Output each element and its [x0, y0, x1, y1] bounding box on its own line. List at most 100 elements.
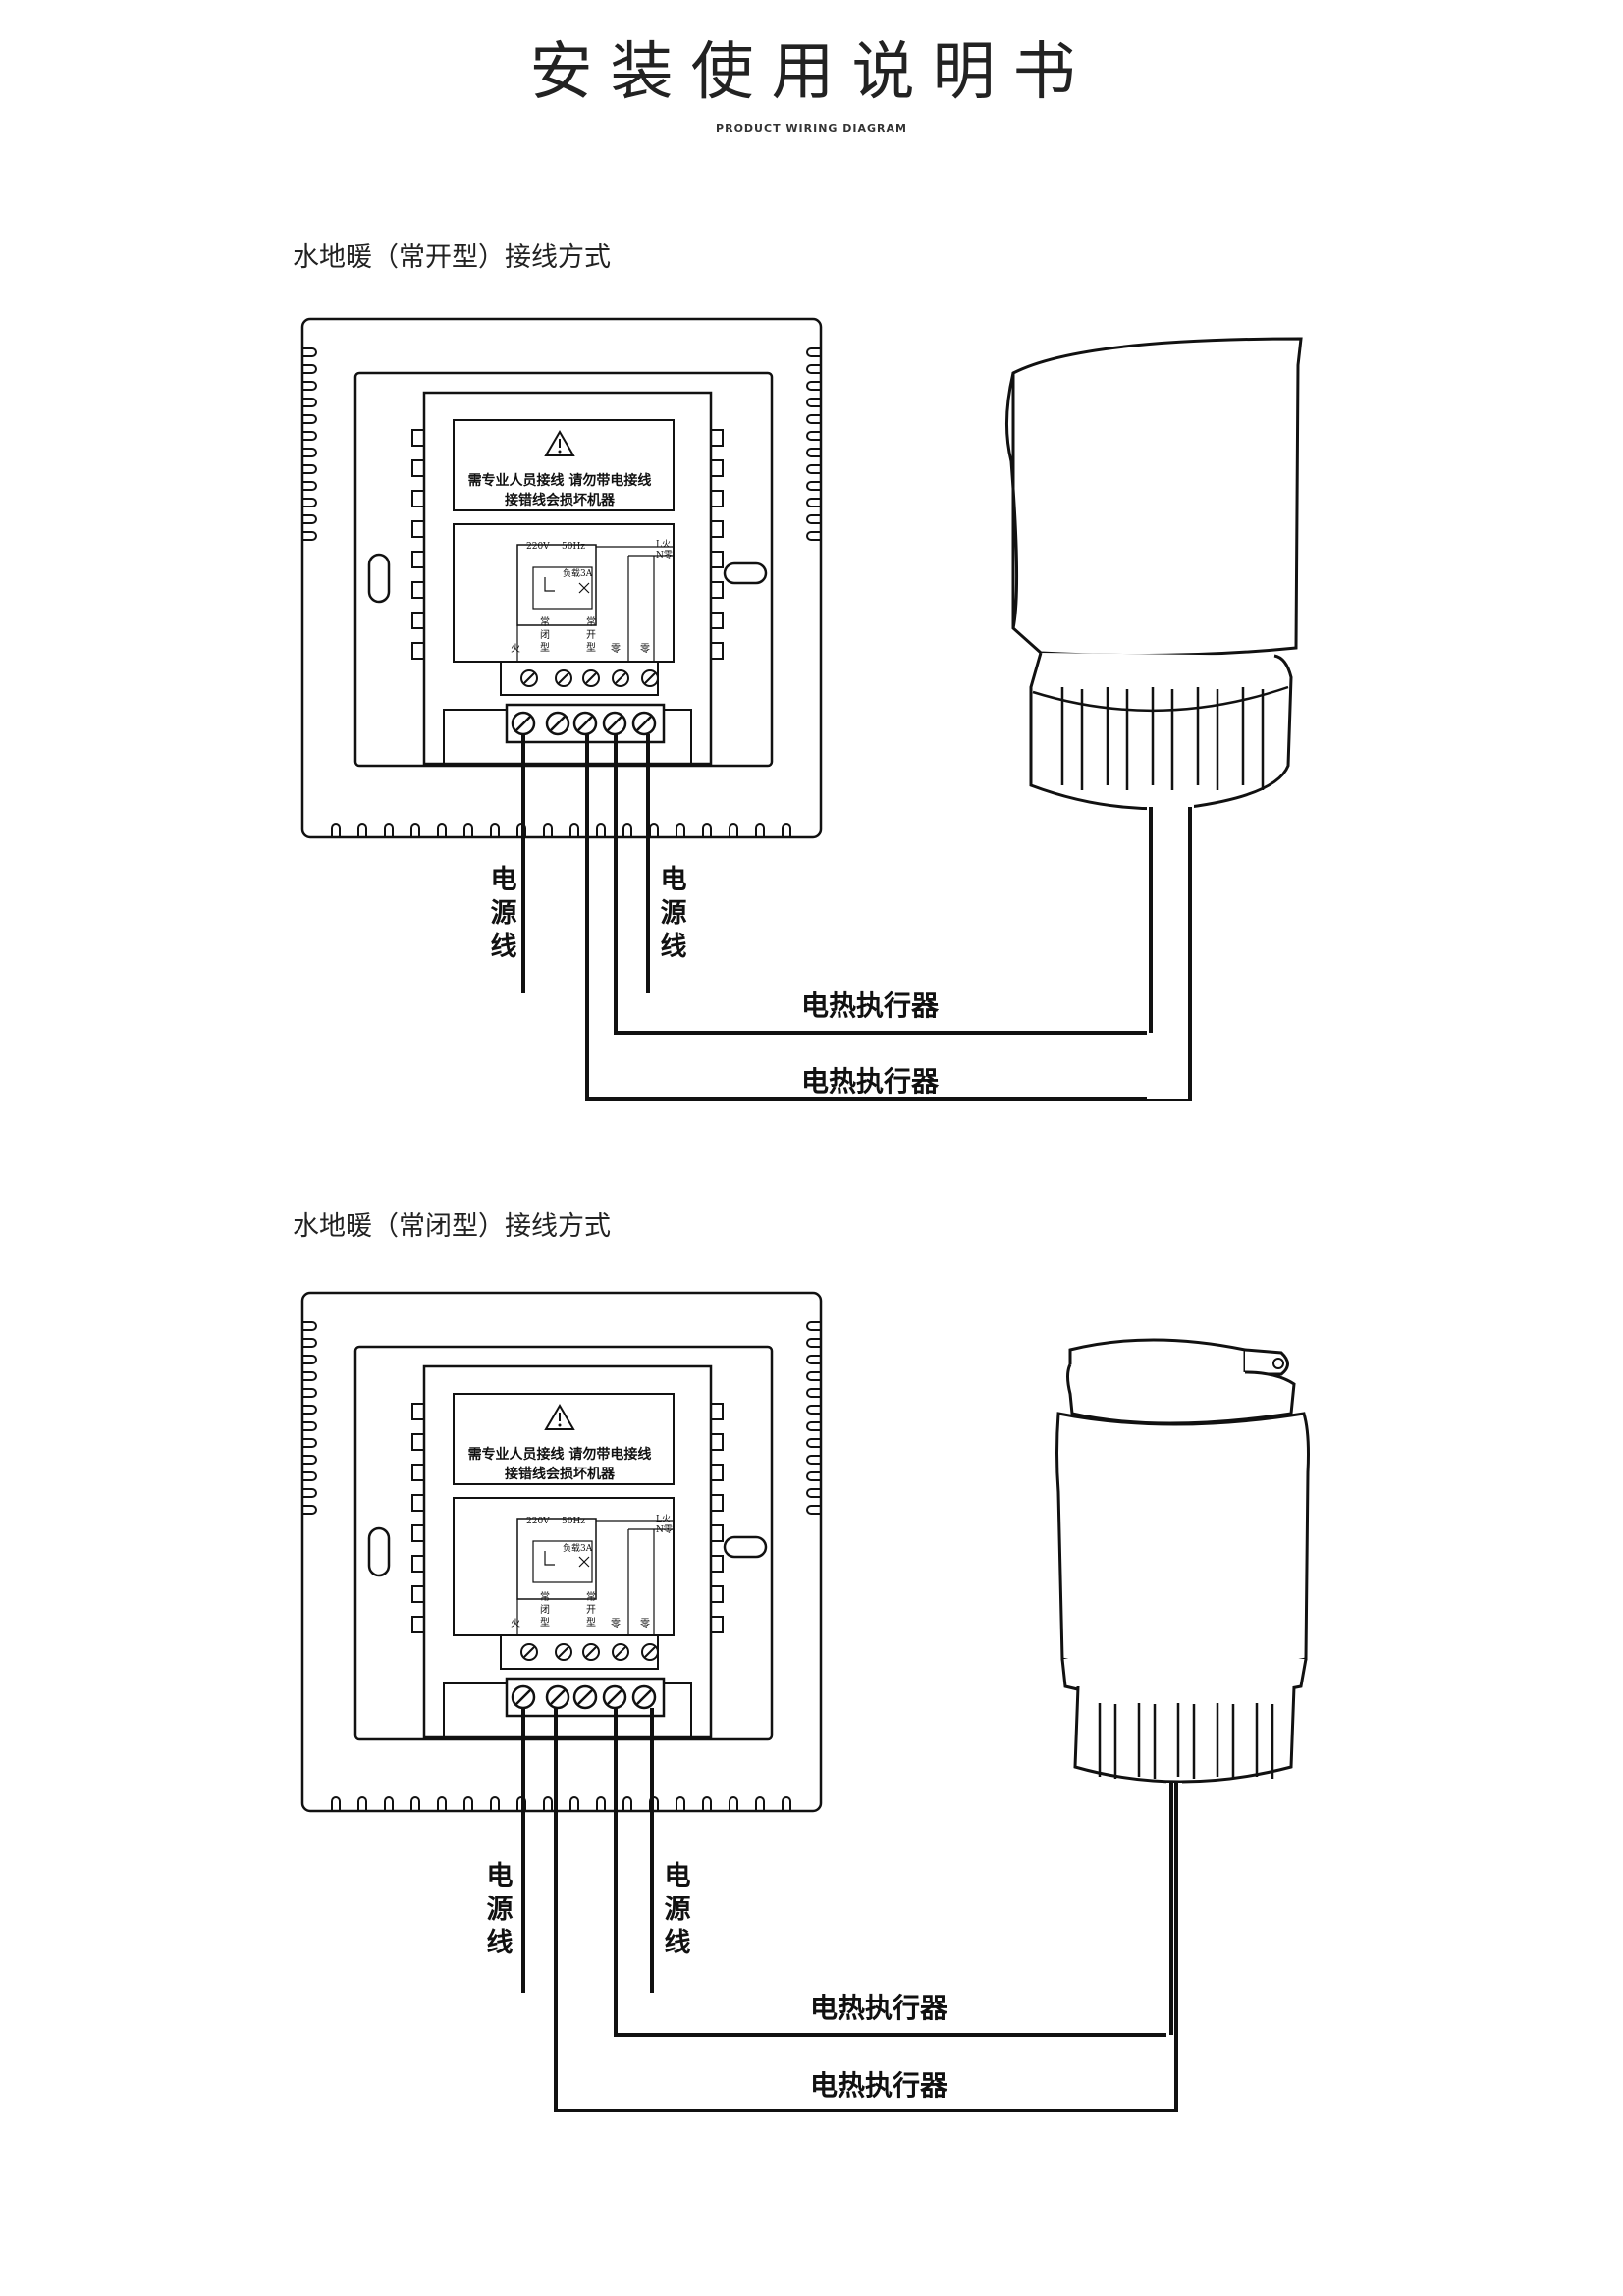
terminal-screw: [545, 711, 570, 736]
terminal-label-no: 常开型: [586, 1592, 596, 1629]
vent-slot-left: [302, 481, 317, 491]
neutral-terminal-label: N零: [656, 1525, 673, 1535]
vent-slot-right: [806, 398, 821, 407]
thermostat-outer-frame: [300, 1291, 823, 1813]
actuator-nut-ridge: [1176, 1703, 1196, 1779]
terminal-screw: [582, 669, 600, 687]
side-clip-left: [411, 1616, 424, 1633]
vent-slot-right: [806, 347, 821, 357]
vent-slot-bottom: [676, 823, 685, 837]
terminal-screw: [631, 711, 657, 736]
warning-text-line2: 接错线会损坏机器: [505, 1467, 615, 1482]
vent-slot-right: [806, 1355, 821, 1364]
actuator-top-tab: [1244, 1348, 1289, 1376]
relay-box: [532, 1540, 593, 1583]
vent-slot-right: [806, 1455, 821, 1465]
mounting-hole-left: [367, 553, 391, 604]
vent-slot-left: [302, 347, 317, 357]
vent-slot-left: [302, 1471, 317, 1481]
side-clip-left: [411, 1433, 424, 1451]
terminal-screw-slot: [607, 716, 622, 731]
voltage-label: 220V: [526, 542, 550, 552]
vent-slot-left: [302, 1421, 317, 1431]
side-clip-right: [711, 551, 724, 568]
terminal-label-nc: 常闭型: [540, 617, 550, 654]
side-clip-left: [411, 551, 424, 568]
vent-slot-left: [302, 1355, 317, 1364]
terminal-screw: [641, 1643, 659, 1661]
wiring-diagram-normally-open: [300, 317, 1303, 1101]
side-clip-left: [411, 1585, 424, 1603]
page-subtitle: PRODUCT WIRING DIAGRAM: [716, 122, 907, 134]
warning-text-line2: 接错线会损坏机器: [505, 493, 615, 508]
mounting-hole-right: [723, 561, 768, 585]
actuator-nut-ridge: [1255, 1703, 1274, 1779]
side-clip-right: [711, 459, 724, 477]
side-clip-right: [711, 1585, 724, 1603]
actuator-nut-ridge: [1060, 687, 1084, 790]
side-clip-right: [711, 429, 724, 447]
live-terminal-label: L火: [656, 1515, 671, 1524]
vent-slot-bottom: [702, 1796, 712, 1811]
warning-triangle-icon: [544, 1404, 575, 1430]
side-clip-right: [711, 612, 724, 629]
thermostat-inner-frame: [353, 371, 774, 768]
terminal-screw-slot: [636, 716, 652, 731]
vent-slot-bottom: [490, 823, 500, 837]
power-line-label-right: 电源线: [660, 865, 687, 962]
side-clip-right: [711, 1433, 724, 1451]
vent-slot-left: [302, 1338, 317, 1348]
side-clip-left: [411, 642, 424, 660]
thermostat-outer-frame: [300, 317, 823, 839]
terminal-screw-slot: [636, 1689, 652, 1705]
actuator-cable: [1149, 807, 1192, 1099]
actuator-nut-ridge: [1241, 687, 1265, 790]
vent-slot-bottom: [755, 823, 765, 837]
vent-slot-bottom: [410, 1796, 420, 1811]
terminal-label-n2: 零: [640, 644, 650, 655]
terminal-screw: [520, 1643, 538, 1661]
vent-slot-right: [806, 381, 821, 391]
relay-symbol: [544, 577, 590, 594]
actuator-label-upper: 电热执行器: [801, 989, 940, 1022]
vent-slot-bottom: [596, 823, 606, 837]
terminal-screw-slot: [515, 716, 531, 731]
vent-slot-bottom: [755, 1796, 765, 1811]
relay-load-label: 负载3A: [563, 569, 593, 579]
voltage-label: 220V: [526, 1517, 550, 1526]
vent-slot-right: [806, 1471, 821, 1481]
vent-slot-bottom: [543, 823, 553, 837]
terminal-label-nc: 常闭型: [540, 1592, 550, 1629]
vent-slot-right: [806, 1321, 821, 1331]
vent-slot-right: [806, 464, 821, 474]
actuator-nut-rim: [1032, 685, 1289, 713]
side-clip-left: [411, 520, 424, 538]
side-clip-right: [711, 1464, 724, 1481]
side-clip-right: [711, 490, 724, 507]
vent-slot-right: [806, 448, 821, 457]
vent-slot-bottom: [782, 823, 791, 837]
vent-slot-left: [302, 448, 317, 457]
section-title-normally-open: 水地暖（常开型）接线方式: [293, 242, 611, 273]
neutral-terminal-label: N零: [656, 551, 673, 561]
terminal-label-live: 火: [511, 644, 520, 655]
terminal-screw-slot: [577, 1689, 593, 1705]
actuator-label-upper: 电热执行器: [810, 1992, 948, 2024]
vent-slot-bottom: [569, 1796, 579, 1811]
vent-slot-bottom: [384, 1796, 394, 1811]
terminal-screw: [582, 1643, 600, 1661]
power-line-label-left: 电源线: [486, 1861, 514, 1958]
actuator-tab-hole: [1272, 1358, 1284, 1369]
actuator-cable: [1169, 1783, 1178, 2110]
vent-slot-left: [302, 1388, 317, 1398]
terminal-screw: [612, 1643, 629, 1661]
terminal-label-live: 火: [511, 1619, 520, 1629]
frequency-label: 50Hz: [562, 542, 586, 552]
vent-slot-bottom: [463, 1796, 473, 1811]
vent-slot-bottom: [437, 823, 447, 837]
circuit-outline: [516, 544, 597, 626]
vent-slot-right: [806, 1488, 821, 1498]
side-clip-right: [711, 1616, 724, 1633]
vent-slot-right: [806, 1405, 821, 1415]
actuator-nut-ridge: [1216, 1703, 1235, 1779]
